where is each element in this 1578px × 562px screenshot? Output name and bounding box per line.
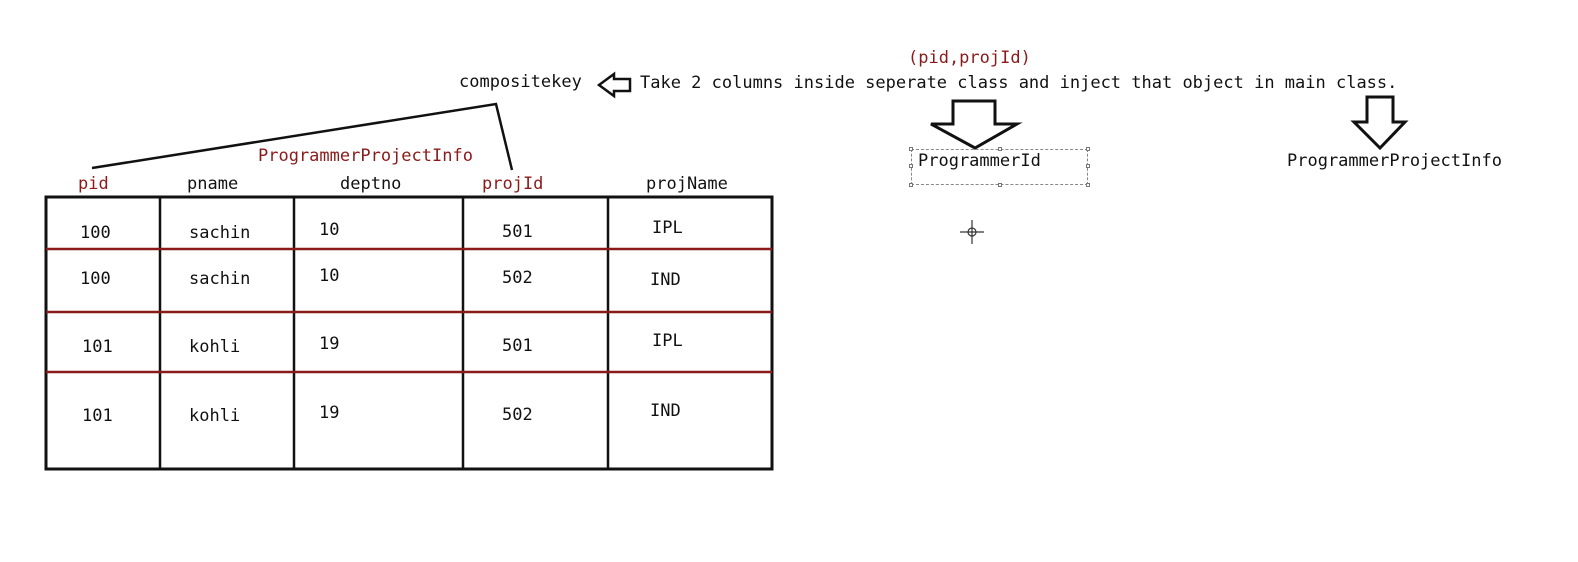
down-arrow-icon [930,99,1023,150]
programmer-id-textbox[interactable] [909,147,1090,187]
cell-pid: 101 [82,406,113,426]
cell-pid: 100 [80,223,111,243]
cell-deptno: 19 [319,403,340,423]
cell-deptno: 10 [319,266,340,286]
resize-handle[interactable] [909,183,913,187]
cell-projname: IPL [652,218,683,238]
header-deptno: deptno [340,174,402,194]
cell-pid: 101 [82,337,113,357]
cell-pname: sachin [189,269,251,289]
table-border [44,195,774,471]
cell-projid: 501 [502,222,533,242]
down-arrow-icon [1350,95,1409,151]
resize-handle[interactable] [1086,183,1090,187]
cell-projid: 502 [502,405,533,425]
cell-projname: IPL [652,331,683,351]
header-pname: pname [187,174,239,194]
cell-deptno: 10 [319,220,340,240]
composite-key-fields: (pid,projId) [908,48,1031,68]
cell-pid: 100 [80,269,111,289]
composite-key-label: compositekey [459,72,582,92]
cell-pname: kohli [189,337,241,357]
class-programmer-project-info: ProgrammerProjectInfo [1287,151,1502,171]
cell-pname: sachin [189,223,251,243]
header-projname: projName [646,174,728,194]
cell-projid: 502 [502,268,533,288]
instruction-text: Take 2 columns inside seperate class and… [640,73,1398,93]
left-arrow-icon [596,71,632,99]
cell-projname: IND [650,401,681,421]
header-projid: projId [482,174,544,194]
class-programmer-id: ProgrammerId [918,151,1041,171]
cell-pname: kohli [189,406,241,426]
table-class-label: ProgrammerProjectInfo [258,146,473,166]
cell-deptno: 19 [319,334,340,354]
resize-handle[interactable] [909,164,913,168]
resize-handle[interactable] [998,183,1002,187]
composite-key-bracket [91,102,514,171]
resize-handle[interactable] [998,147,1002,151]
cell-projname: IND [650,270,681,290]
crosshair-cursor-icon [960,220,984,244]
resize-handle[interactable] [1086,147,1090,151]
cell-projid: 501 [502,336,533,356]
resize-handle[interactable] [1086,164,1090,168]
resize-handle[interactable] [909,147,913,151]
header-pid: pid [78,174,109,194]
